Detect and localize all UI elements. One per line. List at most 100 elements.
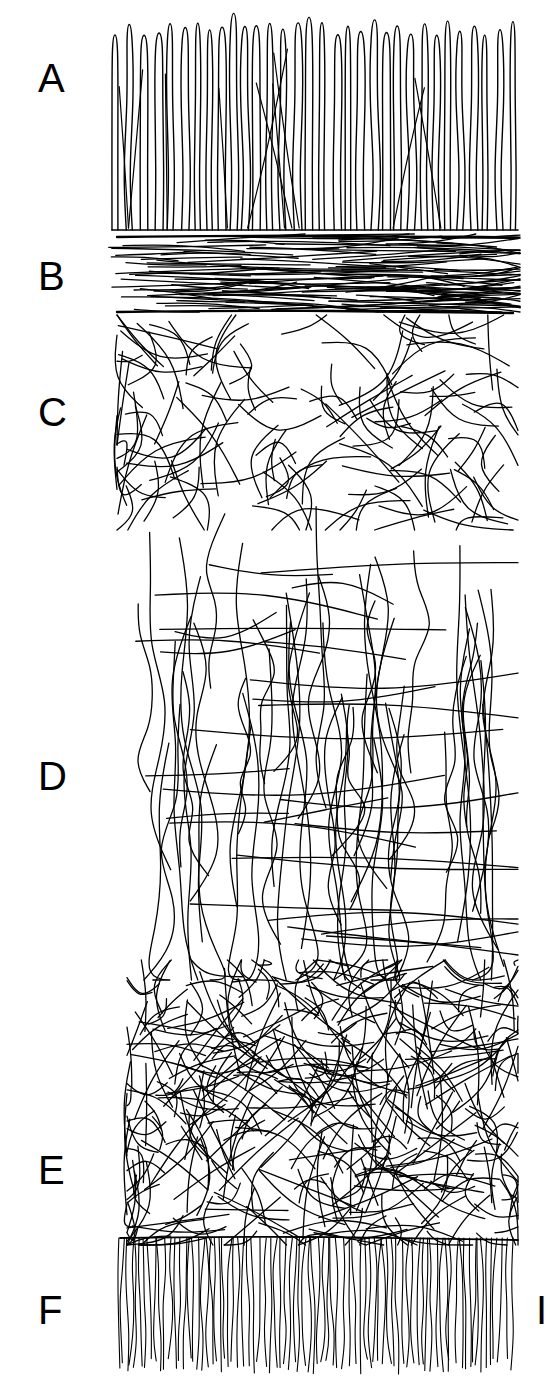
mesh-fibre — [385, 982, 410, 1081]
transverse-fibre — [167, 813, 289, 818]
arcade-fibre — [325, 501, 410, 530]
mesh-fibre — [400, 1039, 455, 1092]
longitudinal-fibre — [144, 704, 180, 980]
mesh-fibre — [288, 1047, 362, 1121]
arcade-fibre — [301, 389, 337, 423]
mesh-fibre — [424, 1151, 467, 1180]
mesh-fibre — [259, 1171, 344, 1225]
mesh-fibre — [166, 1205, 202, 1224]
vertical-fibre-loop — [456, 31, 465, 230]
mesh-fibre — [468, 1006, 478, 1104]
vertical-fibre-loop — [444, 21, 450, 230]
arcade-fibre — [150, 325, 190, 365]
transverse-fibre — [250, 673, 518, 688]
mesh-fibre — [284, 1010, 318, 1016]
longitudinal-fibre — [462, 623, 477, 827]
horizontal-fibre — [177, 301, 245, 302]
mesh-fibre — [190, 983, 202, 1036]
crossing-fibre — [165, 74, 167, 228]
vertical-fibre — [485, 1238, 487, 1367]
arcade-fibre — [449, 315, 476, 344]
vertical-fibre — [497, 1238, 502, 1362]
horizontal-fibre — [347, 247, 520, 253]
transverse-fibre — [190, 904, 402, 910]
vertical-fibre — [174, 1238, 176, 1368]
vertical-fibre — [425, 1238, 428, 1371]
mesh-fibre — [386, 1054, 399, 1099]
vertical-fibre — [439, 1238, 443, 1372]
horizontal-fibre — [388, 275, 464, 286]
mesh-fibre — [265, 1066, 318, 1136]
mesh-fibre — [465, 1083, 504, 1143]
vertical-fibre — [455, 1238, 458, 1363]
mesh-fibre — [152, 1117, 162, 1150]
horizontal-fibre — [141, 257, 242, 259]
vertical-fibre — [472, 1238, 476, 1362]
arcade-fibre — [400, 374, 453, 393]
longitudinal-fibre — [483, 589, 504, 966]
mesh-fibre — [235, 1058, 293, 1073]
arcade-fibre — [450, 469, 507, 523]
mesh-fibre — [145, 1122, 214, 1190]
arcade-fibre — [117, 363, 129, 445]
arcade-fibre — [340, 407, 393, 436]
mesh-fibre — [445, 967, 483, 986]
arcade-fibre — [173, 467, 199, 518]
horizontal-fibre — [230, 266, 374, 277]
transverse-fibre — [160, 628, 446, 630]
mesh-fibre — [168, 1002, 244, 1028]
mesh-fibre — [283, 1220, 386, 1233]
horizontal-fibre — [154, 281, 252, 292]
mesh-fibre — [393, 1113, 476, 1176]
horizontal-fibre — [414, 247, 520, 253]
fibres — [109, 13, 520, 1374]
longitudinal-fibre — [371, 739, 388, 980]
arcade-fibre — [497, 369, 518, 435]
longitudinal-fibre — [463, 655, 481, 913]
vertical-fibre-loop — [482, 35, 488, 230]
mesh-fibre — [501, 1154, 512, 1196]
arcade-fibre — [466, 373, 518, 387]
mesh-fibre — [166, 1140, 207, 1149]
longitudinal-fibre — [190, 623, 218, 901]
vertical-fibre — [288, 1238, 292, 1370]
vertical-fibre — [187, 1238, 191, 1358]
longitudinal-fibre — [230, 543, 249, 906]
mesh-fibre — [298, 1169, 345, 1208]
vertical-fibre — [492, 1238, 497, 1358]
zone-letter: A — [38, 58, 65, 98]
mesh-fibre — [488, 1028, 518, 1041]
horizontal-fibre — [219, 280, 417, 290]
vertical-fibre — [120, 1238, 124, 1363]
mesh-fibre — [483, 1046, 518, 1128]
vertical-fibre-loop — [356, 32, 366, 230]
mesh-fibre — [476, 1154, 518, 1177]
arcade-fibre — [117, 441, 127, 465]
mesh-fibre — [181, 1126, 202, 1159]
arcade-fibre — [430, 392, 475, 396]
vertical-fibre — [459, 1238, 463, 1368]
arcade-fibre — [256, 442, 295, 463]
horizontal-fibre — [112, 282, 272, 288]
arcade-fibre — [367, 418, 411, 427]
vertical-fibre — [511, 1238, 513, 1370]
vertical-fibre — [391, 1238, 394, 1366]
arcade-fibre — [263, 472, 311, 530]
transverse-fibre — [237, 855, 518, 869]
arcade-fibre — [121, 331, 208, 358]
vertical-fibre — [506, 1238, 508, 1358]
vertical-fibre — [297, 1238, 299, 1371]
mesh-fibre — [401, 967, 489, 988]
vertical-fibre — [326, 1238, 329, 1360]
vertical-fibre-loop — [230, 13, 239, 230]
transverse-fibre — [136, 640, 320, 653]
arcade-fibre — [302, 438, 344, 504]
longitudinal-fibre — [323, 623, 352, 980]
mesh-fibre — [207, 1066, 224, 1113]
mesh-fibre — [434, 1077, 442, 1180]
transverse-fibre — [264, 798, 388, 822]
longitudinal-fibre — [149, 743, 170, 980]
vertical-fibre — [147, 1238, 152, 1359]
horizontal-fibre — [136, 275, 286, 284]
